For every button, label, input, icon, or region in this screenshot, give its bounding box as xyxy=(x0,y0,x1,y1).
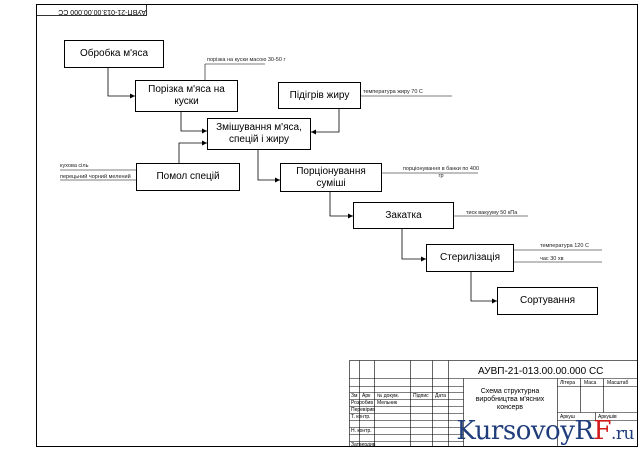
block-mixing: Змішування м'яса, спецій і жиру xyxy=(207,118,311,150)
stamp-sheets: Аркушів xyxy=(598,414,617,420)
stamp-drawing-code: АУВП-21-013.00.00.000 СС xyxy=(478,366,604,377)
stamp-drawing-title: Схема структурна виробництва м'ясних кон… xyxy=(475,388,545,411)
stamp-col-zm: Зм xyxy=(351,393,358,399)
note-pepper: перецьний чорний мелений xyxy=(60,174,131,180)
stamp-col-ark: Арк xyxy=(362,393,371,399)
note-sterilization-temp: температура 120 С xyxy=(540,243,589,249)
note-cutting: порізка на куски масою 30-50 г xyxy=(207,57,286,63)
stamp-meta-mass: Маса xyxy=(584,380,597,386)
stamp-row-norm-control: Н. контр. xyxy=(351,428,372,434)
block-spice-grinding: Помол спецій xyxy=(136,163,240,191)
block-meat-cutting: Порізка м'яса на куски xyxy=(135,80,238,112)
block-sealing: Закатка xyxy=(353,202,454,229)
stamp-row-developed: Розробив xyxy=(351,400,374,406)
block-portioning: Порціонування суміші xyxy=(280,163,382,192)
block-sterilization: Стерилізація xyxy=(426,244,514,272)
note-fat-heating: температура жиру 70 С xyxy=(363,89,423,95)
stamp-author: Мельник xyxy=(377,400,398,406)
stamp-row-checked: Перевірив xyxy=(351,407,375,413)
rotated-drawing-code: АУВП-21-013.00.00.000 СС xyxy=(58,8,146,15)
block-sorting: Сортування xyxy=(497,287,598,315)
note-salt: кухова сіль xyxy=(60,163,89,169)
note-portioning: порціонування в банки по 400 гр xyxy=(402,166,480,179)
stamp-col-date: Дата xyxy=(435,393,447,399)
stamp-col-doc: № докум. xyxy=(377,393,399,399)
stamp-meta-letter: Літера xyxy=(560,380,575,386)
stamp-sheet: Аркуш xyxy=(560,414,575,420)
site-watermark: KursovoyRF.ru xyxy=(456,416,634,446)
stamp-row-approved: Затвердив xyxy=(351,442,376,448)
stamp-row-tech-control: Т. контр. xyxy=(351,414,371,420)
stamp-col-sign: Підпис xyxy=(413,393,429,399)
block-meat-processing: Обробка м'яса xyxy=(64,40,164,68)
stamp-meta-scale: Масштаб xyxy=(607,380,629,386)
note-sterilization-time: час 30 хв xyxy=(540,256,564,262)
block-fat-heating: Підігрів жиру xyxy=(278,82,361,109)
note-sealing: тиск вакууму 50 кПа xyxy=(466,210,518,216)
